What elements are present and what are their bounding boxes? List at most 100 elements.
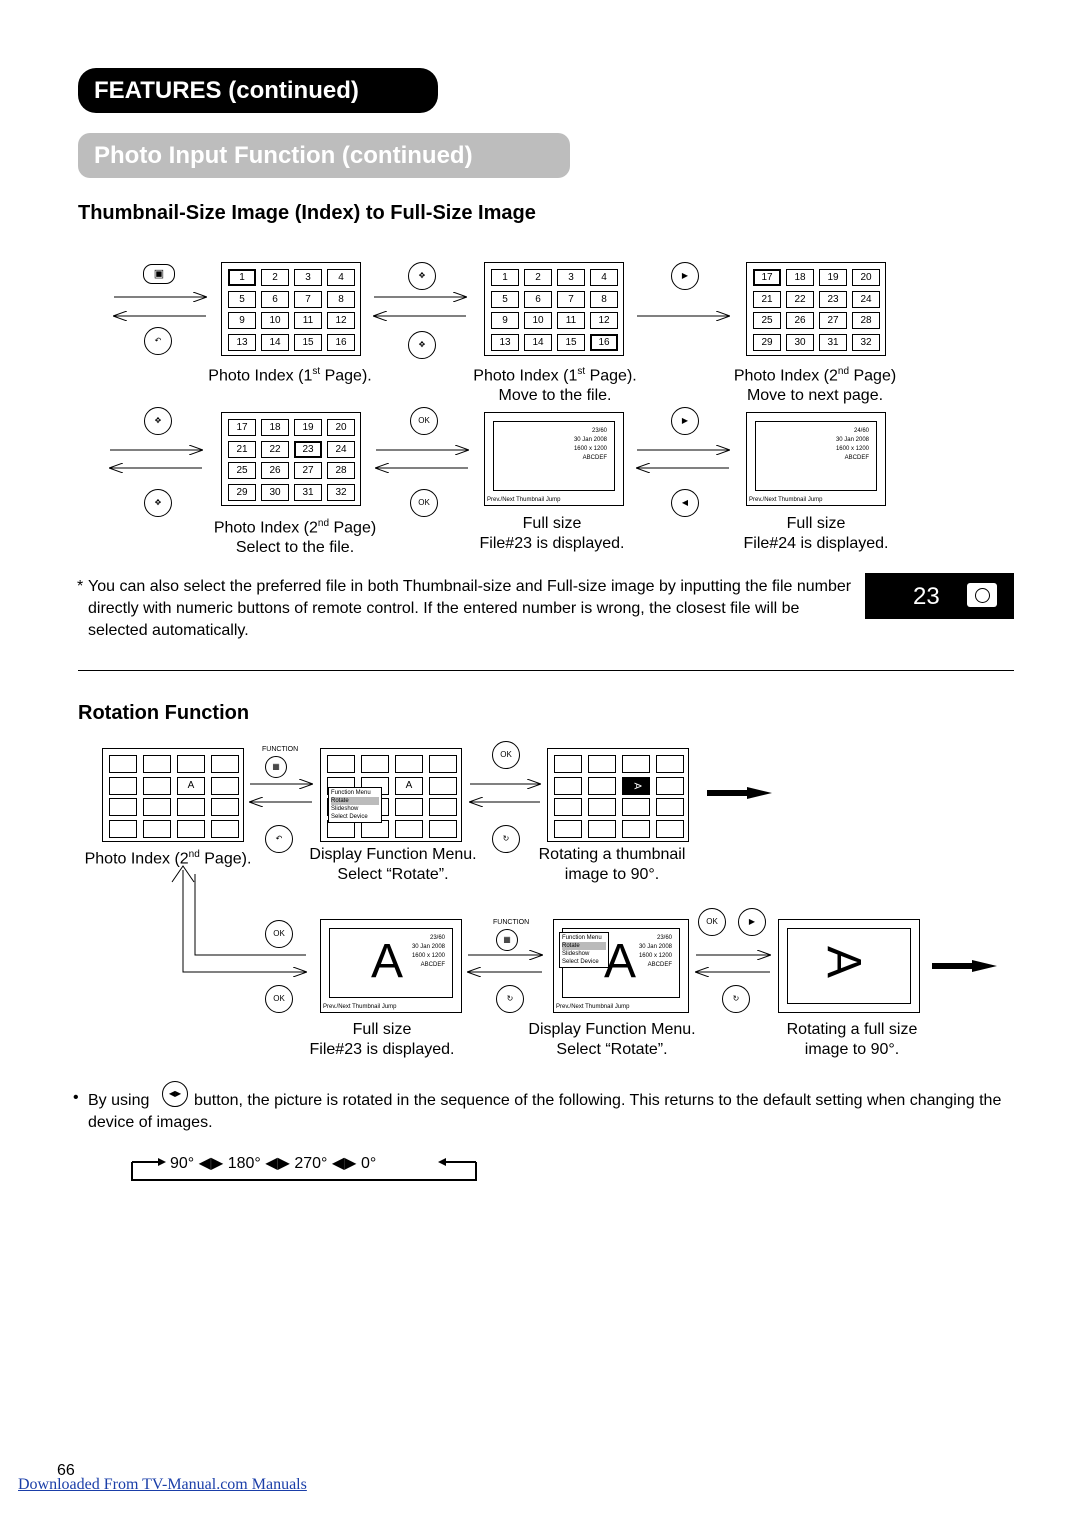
- seq-90: 90°: [170, 1155, 195, 1172]
- thumb-cell: [554, 798, 582, 816]
- grid-cell: 25: [228, 462, 256, 479]
- thumb-cell: [211, 819, 239, 838]
- thumb-cell: [656, 819, 684, 838]
- thumb-cell: [395, 798, 423, 816]
- thumb-cell: [109, 776, 137, 795]
- grid-cell: 26: [786, 312, 814, 329]
- caption-rot-index: Photo Index (2nd Page).: [84, 849, 252, 868]
- grid-cell: 22: [786, 290, 814, 308]
- rotation-fullsize-screen: A 23/60 30 Jan 2008 1600 x 1200 ABCDEF P…: [320, 919, 462, 1013]
- thumb-cell: [429, 819, 457, 838]
- thumb-cell: [395, 819, 423, 838]
- grid-cell: 23: [819, 290, 847, 308]
- rotation-index-grid: A: [102, 748, 244, 842]
- grid-cell: 32: [852, 333, 880, 351]
- grid-cell: 8: [327, 290, 355, 308]
- thumb-cell: A: [395, 776, 423, 795]
- right-button-icon: ▶: [671, 262, 699, 290]
- thumb-cell: [588, 819, 616, 838]
- grid-cell: 15: [557, 333, 585, 351]
- rotate-button-icon: ↻: [492, 825, 520, 853]
- grid-cell: 10: [524, 312, 552, 329]
- thumb-cell: [656, 776, 684, 795]
- grid-cell: 2: [524, 269, 552, 286]
- grid-cell: 3: [557, 269, 585, 286]
- rotation-sequence: 90° ◀▶ 180° ◀▶ 270° ◀▶ 0°: [170, 1153, 376, 1173]
- bullet-text-pre: By using: [88, 1092, 150, 1109]
- rotation-diagram-arrows: [171, 0, 997, 1200]
- right-button-icon-2: ▶: [671, 407, 699, 435]
- seq-arrow-2: ◀▶: [265, 1155, 290, 1172]
- grid-cell: 6: [524, 290, 552, 308]
- rotate-button-icon-2: ↻: [496, 985, 524, 1013]
- grid-cell: 21: [753, 290, 781, 308]
- grid-cell: 27: [294, 462, 322, 479]
- thumb-cell: [429, 776, 457, 795]
- function-button-icon: ▦: [265, 756, 287, 778]
- caption-select-file: Photo Index (2nd Page) Select to the fil…: [213, 518, 377, 557]
- rotation-sequence-frame: [131, 1158, 477, 1181]
- grid-cell: 12: [327, 312, 355, 329]
- grid-cell: 30: [261, 483, 289, 501]
- ok-button-icon-2: OK: [410, 489, 438, 517]
- grid-cell: 28: [327, 462, 355, 479]
- caption-next-page: Photo Index (2nd Page) Move to next page…: [733, 366, 897, 405]
- grid-cell: 31: [819, 333, 847, 351]
- grid-cell: 7: [294, 290, 322, 308]
- grid-cell: 6: [261, 290, 289, 308]
- grid-cell: 29: [228, 483, 256, 501]
- thumb-cell: [588, 776, 616, 795]
- grid-cell: 1: [491, 269, 519, 286]
- grid-cell: 12: [590, 312, 618, 329]
- grid-cell: 16: [590, 333, 618, 351]
- function-label-2: FUNCTION: [493, 919, 530, 926]
- caption-move-to-file: Photo Index (1st Page). Move to the file…: [473, 366, 637, 405]
- function-menu-thumb: Function Menu Rotate Slideshow Select De…: [328, 787, 382, 823]
- thumb-cell: [211, 755, 239, 773]
- grid-cell: 13: [491, 333, 519, 351]
- grid-cell: 29: [753, 333, 781, 351]
- ok-button-icon-3: OK: [492, 741, 520, 769]
- bullet-text-post: button, the picture is rotated in the se…: [88, 1092, 1002, 1131]
- thumbnail-section-title: Thumbnail-Size Image (Index) to Full-Siz…: [78, 202, 536, 224]
- ok-button-icon-6: OK: [698, 908, 726, 936]
- grid-cell: 20: [327, 419, 355, 436]
- thumb-cell: [429, 755, 457, 773]
- grid-cell: 7: [557, 290, 585, 308]
- thumb-cell: [588, 755, 616, 773]
- grid-cell: 19: [819, 269, 847, 286]
- return-button-icon: ↶: [144, 327, 172, 355]
- grid-cell: 31: [294, 483, 322, 501]
- seq-arrow: ◀▶: [198, 1155, 224, 1172]
- grid-cell: 15: [294, 333, 322, 351]
- page-badge: 23: [865, 573, 1014, 619]
- download-link[interactable]: Downloaded From TV-Manual.com Manuals: [18, 1476, 307, 1493]
- cursor-pad-icon-4: ✥: [144, 489, 172, 517]
- grid-cell: 11: [557, 312, 585, 329]
- thumb-cell: [177, 755, 205, 773]
- thumb-cell: [554, 755, 582, 773]
- seq-270: 270°: [294, 1155, 328, 1172]
- thumb-cell: [109, 798, 137, 816]
- grid-cell: 30: [786, 333, 814, 351]
- grid-cell: 26: [261, 462, 289, 479]
- grid-cell: 22: [261, 440, 289, 458]
- note-star: *: [77, 578, 84, 595]
- function-button-icon-2: ▦: [496, 929, 518, 951]
- rotation-rotated-grid: A: [547, 748, 689, 842]
- grid-cell: 20: [852, 269, 880, 286]
- thumb-cell: [211, 798, 239, 816]
- right-button-icon-3: ▶: [738, 908, 766, 936]
- thumb-cell: [143, 798, 171, 816]
- grid-cell: 4: [327, 269, 355, 286]
- grid-cell: 19: [294, 419, 322, 436]
- grid-cell: 5: [491, 290, 519, 308]
- grid-cell: 10: [261, 312, 289, 329]
- camera-icon: [967, 583, 997, 607]
